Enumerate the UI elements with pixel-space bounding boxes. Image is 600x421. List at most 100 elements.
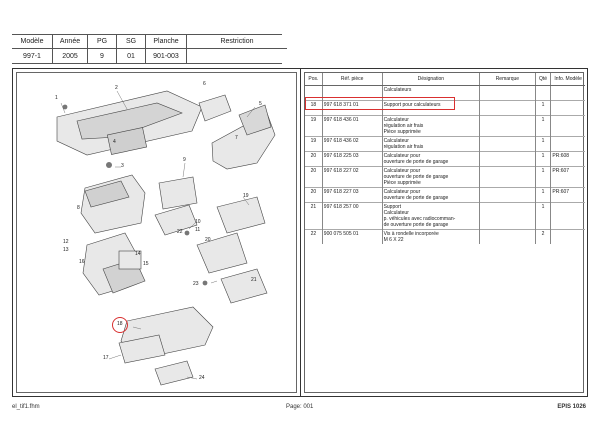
part-module-20 bbox=[196, 232, 248, 274]
cell-qte: 1 bbox=[535, 166, 552, 188]
cell-ref: 997 618 227 02 bbox=[322, 166, 383, 188]
part-module-21 bbox=[220, 268, 268, 304]
diagram-panel: 2 1 4 3 5 6 7 8 9 10 11 12 13 14 15 16 1… bbox=[13, 69, 301, 396]
cell-ref: 997 618 257 00 bbox=[322, 202, 383, 230]
part-label: 24 bbox=[199, 375, 205, 381]
col-header-des: Désignation bbox=[382, 73, 481, 86]
cell-qte: 1 bbox=[535, 115, 552, 137]
footer-right: EPIS 1026 bbox=[557, 404, 586, 410]
cell-rem bbox=[479, 85, 536, 101]
part-label: 16 bbox=[79, 259, 85, 265]
part-label: 21 bbox=[251, 277, 257, 283]
cell-info bbox=[550, 100, 585, 116]
cell-des: Support pour calculateurs bbox=[382, 100, 481, 116]
part-label: 3 bbox=[121, 163, 124, 169]
parts-border: Pos. Réf. pièce Désignation Remarque Qté… bbox=[304, 72, 585, 393]
designation-line: Pièce supprimée bbox=[383, 180, 421, 186]
cell-des: Calculateurs bbox=[382, 85, 481, 101]
parts-panel: Pos. Réf. pièce Désignation Remarque Qté… bbox=[301, 69, 587, 396]
designation-line: régulation air frais bbox=[383, 123, 424, 129]
designation-line: ouverture de porte de garage bbox=[383, 195, 449, 201]
cell-info bbox=[550, 115, 585, 137]
designation-line: Pièce supprimée bbox=[383, 129, 421, 135]
part-label: 6 bbox=[203, 81, 206, 87]
designation-line: Calculateurs bbox=[383, 87, 412, 93]
designation-line: Calculateur bbox=[383, 117, 409, 123]
part-label: 4 bbox=[113, 139, 116, 145]
designation-line: Calculateur pour bbox=[383, 168, 421, 174]
cell-ref: 997 618 225 03 bbox=[322, 151, 383, 167]
cell-rem bbox=[479, 115, 536, 137]
part-label: 1 bbox=[55, 95, 58, 101]
part-label: 20 bbox=[205, 237, 211, 243]
cell-info bbox=[550, 202, 585, 230]
designation-line: Calculateur bbox=[383, 210, 409, 216]
designation-line: Calculateur pour bbox=[383, 189, 421, 195]
cell-rem bbox=[479, 187, 536, 203]
part-module-9 bbox=[158, 176, 198, 210]
part-module-19 bbox=[216, 196, 266, 234]
cell-info bbox=[550, 136, 585, 152]
designation-line: Support bbox=[383, 204, 402, 210]
header-value bbox=[187, 49, 288, 64]
cell-pos: 21 bbox=[305, 202, 323, 230]
part-label: 8 bbox=[77, 205, 80, 211]
cell-ref: 997 618 227 03 bbox=[322, 187, 383, 203]
designation-line: Calculateur pour bbox=[383, 153, 421, 159]
cell-qte: 1 bbox=[535, 202, 552, 230]
cell-qte: 1 bbox=[535, 136, 552, 152]
highlight-circle bbox=[112, 317, 128, 333]
part-module-8b bbox=[84, 180, 130, 208]
cell-pos: 18 bbox=[305, 100, 323, 116]
table-row: Calculateurs bbox=[305, 85, 585, 101]
col-header-ref: Réf. pièce bbox=[322, 73, 383, 86]
part-label: 11 bbox=[195, 227, 201, 233]
part-module-17 bbox=[118, 334, 166, 364]
cell-pos: 19 bbox=[305, 115, 323, 137]
cell-info bbox=[551, 86, 585, 101]
header-table: Modèle Année PG SG Planche Restriction 9… bbox=[12, 34, 287, 63]
part-label: 7 bbox=[235, 135, 238, 141]
part-label: 9 bbox=[183, 157, 186, 163]
cell-rem bbox=[479, 136, 536, 152]
col-header-pos: Pos. bbox=[305, 73, 323, 86]
cell-qte: 1 bbox=[535, 100, 552, 116]
part-label: 22 bbox=[177, 229, 183, 235]
screw-22 bbox=[184, 230, 190, 236]
footer-center: Page: 001 bbox=[286, 404, 314, 410]
header-col: SG bbox=[116, 34, 146, 49]
cell-info: PR:608 bbox=[550, 151, 585, 167]
cell-qte bbox=[535, 85, 552, 101]
header-col: Restriction bbox=[186, 34, 287, 49]
col-header-qte: Qté bbox=[535, 73, 552, 86]
part-label: 5 bbox=[259, 101, 262, 107]
part-module-6 bbox=[198, 94, 232, 122]
part-label: 15 bbox=[143, 261, 149, 267]
cell-pos: 20 bbox=[305, 187, 323, 203]
highlight-rect bbox=[305, 97, 455, 110]
cell-ref: 997 618 436 01 bbox=[322, 115, 383, 137]
designation-line: M 6 X 22 bbox=[383, 237, 404, 243]
designation-line: ouverture de porte de garage bbox=[383, 159, 449, 165]
cell-pos bbox=[305, 85, 323, 101]
cell-qte: 1 bbox=[535, 187, 552, 203]
col-header-rem: Remarque bbox=[479, 73, 536, 86]
screw-3 bbox=[106, 162, 112, 168]
header-value: 901-003 bbox=[145, 48, 187, 63]
cell-pos: 22 bbox=[305, 229, 323, 244]
designation-line: Vis à rondelle incorporée bbox=[383, 231, 439, 237]
header-col: PG bbox=[87, 34, 117, 49]
content-frame: 2 1 4 3 5 6 7 8 9 10 11 12 13 14 15 16 1… bbox=[12, 68, 588, 397]
designation-line: Support pour calculateurs bbox=[383, 102, 441, 108]
part-label: 10 bbox=[195, 219, 201, 225]
